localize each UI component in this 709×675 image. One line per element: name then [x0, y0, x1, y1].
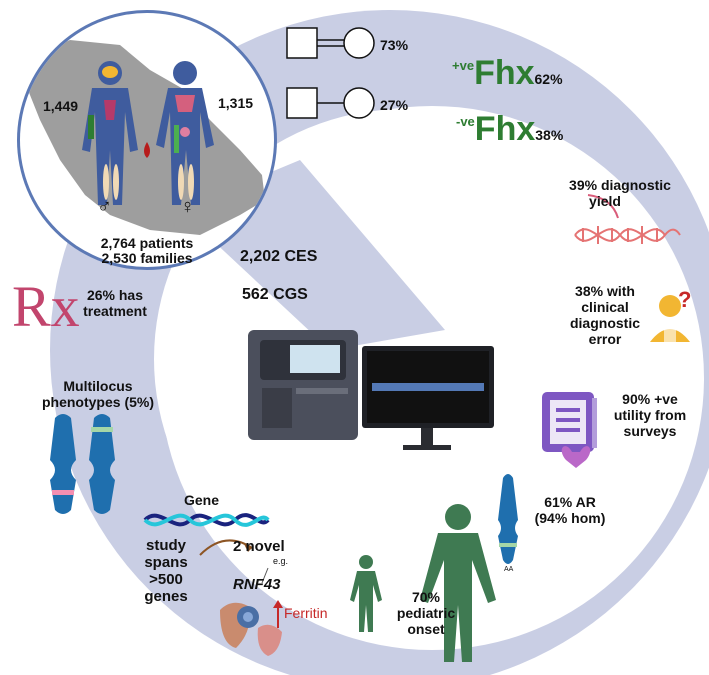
female-count-label: 1,315: [218, 95, 254, 111]
study-span-line4: genes: [144, 588, 188, 605]
study-span-line3: >500: [149, 571, 183, 588]
aa-label: AA: [504, 566, 514, 573]
negative-fhx: -veFhx38%: [456, 110, 563, 149]
organ-icons: [220, 600, 283, 656]
diag-error-line1: 38% with: [575, 283, 635, 299]
cgs-count: 562 CGS: [242, 286, 308, 303]
child-silhouette-icon: [350, 555, 382, 632]
cohort-map-circle: [17, 10, 277, 270]
families-count: 2,530 families: [101, 250, 193, 266]
example-prefix: e.g.: [273, 556, 289, 566]
ces-count: 2,202 CES: [240, 248, 318, 265]
ferritin-label: Ferritin: [284, 605, 328, 621]
dna-helix-icon: [574, 226, 681, 244]
question-mark-icon: ?: [678, 287, 692, 312]
example-gene: RNF43: [233, 576, 281, 593]
positive-fhx-prefix: +ve: [452, 58, 475, 73]
clinician-question-icon: [650, 295, 690, 342]
negative-fhx-prefix: -ve: [456, 114, 475, 129]
survey-line1: 90% +ve: [622, 391, 678, 407]
diagnostic-yield-line2: yield: [589, 193, 621, 209]
adult-silhouette-icon: [420, 504, 496, 662]
pediatric-line3: onset: [407, 621, 445, 637]
novel-genes-label: 2 novel: [233, 538, 285, 555]
diag-error-line4: error: [588, 331, 622, 347]
survey-clipboard-icon: [542, 392, 597, 468]
ar-line1: 61% AR: [544, 494, 596, 510]
gene-helix-icon: [143, 513, 270, 527]
pediatric-line1: 70%: [411, 589, 441, 605]
male-count-label: 1,449: [43, 98, 79, 114]
consanguineous-pct: 73%: [380, 37, 409, 53]
patients-count: 2,764 patients: [100, 235, 194, 251]
sequencer-icon: [248, 330, 358, 440]
rx-text: Rx: [12, 274, 80, 339]
diag-error-line3: diagnostic: [569, 315, 640, 331]
ar-line2: (94% hom): [534, 510, 606, 526]
up-arrowhead: [273, 600, 283, 608]
pointer-arrow: [587, 194, 619, 219]
positive-fhx: +veFhx62%: [452, 54, 563, 93]
study-span-line2: spans: [144, 554, 188, 571]
positive-fhx-pct: 62%: [534, 71, 563, 87]
rx-symbol-icon: Rx: [12, 274, 80, 339]
treatment-line2: treatment: [83, 303, 147, 319]
female-figure: [156, 61, 214, 205]
pedigree-non-consanguineous: [286, 87, 375, 119]
non-consanguineous-pct: 27%: [380, 97, 409, 113]
multilocus-line1: Multilocus: [63, 378, 133, 394]
positive-fhx-label: Fhx: [474, 54, 535, 92]
treatment-line1: 26% has: [86, 287, 144, 303]
arrowhead: [244, 544, 252, 552]
gene-label: Gene: [184, 492, 220, 508]
saudi-map-shape: [28, 40, 265, 235]
ar-chromosome-icon: [498, 474, 518, 564]
example-pointer: [261, 567, 269, 584]
female-symbol: ♀: [180, 196, 195, 218]
male-figure: [82, 61, 138, 205]
diag-error-line2: clinical: [581, 299, 629, 315]
negative-fhx-label: Fhx: [474, 110, 536, 148]
negative-fhx-pct: 38%: [535, 127, 564, 143]
study-span-line1: study: [145, 537, 186, 554]
multilocus-chromosomes-icon: [50, 414, 115, 514]
survey-line3: surveys: [623, 423, 677, 439]
monitor-icon: [362, 346, 494, 450]
diagnostic-yield-line1: 39% diagnostic: [569, 177, 671, 193]
pediatric-line2: pediatric: [396, 605, 456, 621]
pedigree-consanguineous: [286, 27, 375, 59]
survey-line2: utility from: [613, 407, 687, 423]
novel-gene-arrow: [199, 539, 253, 556]
male-symbol: ♂: [97, 196, 112, 218]
multilocus-line2: phenotypes (5%): [41, 394, 154, 410]
blood-drop-icon: [144, 142, 150, 158]
